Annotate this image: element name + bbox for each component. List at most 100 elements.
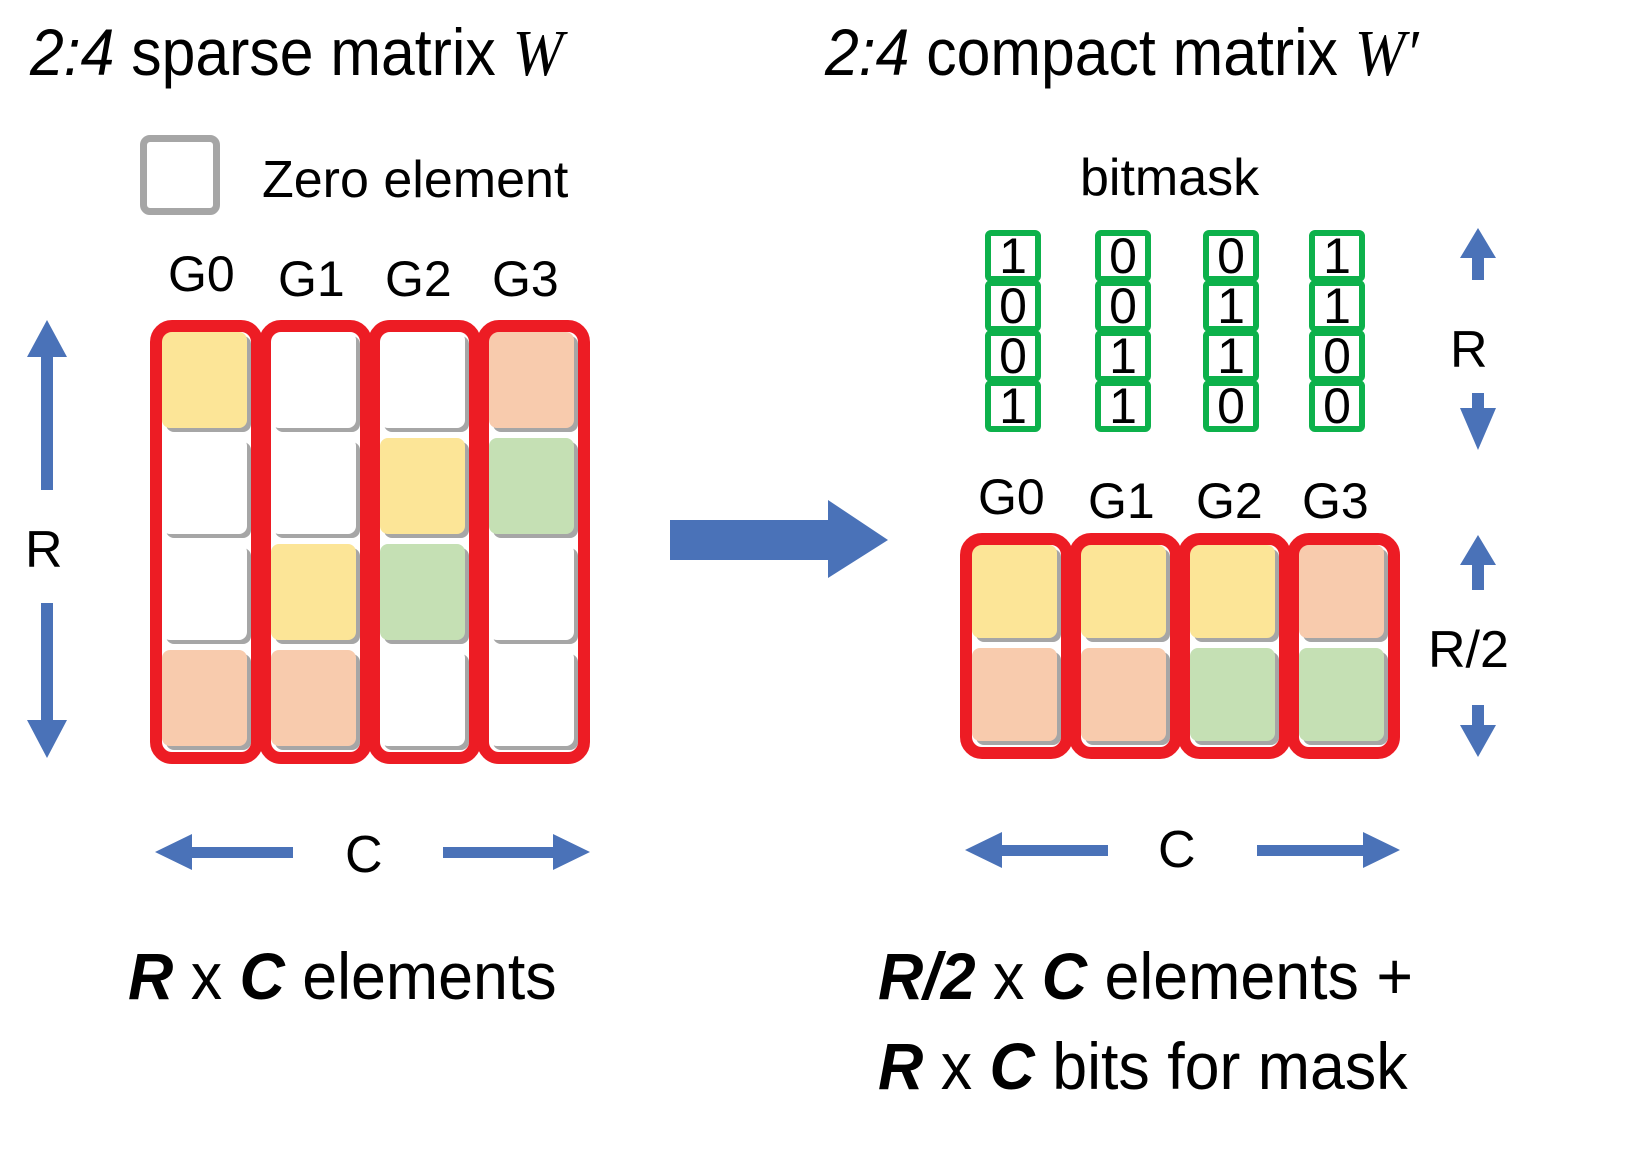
zero-element-cell bbox=[162, 544, 247, 640]
col-dimension-label: C bbox=[345, 826, 383, 884]
nonzero-element-cell bbox=[1190, 648, 1275, 741]
bitmask-bit: 1 bbox=[985, 230, 1041, 282]
bitmask-bit: 1 bbox=[1309, 280, 1365, 332]
bitmask-bit: 1 bbox=[1095, 380, 1151, 432]
group-label-g3: G3 bbox=[492, 251, 559, 307]
caption-text: elements bbox=[284, 939, 557, 1013]
zero-element-legend-swatch bbox=[140, 135, 220, 215]
zero-element-cell bbox=[380, 332, 465, 428]
bitmask-row-arrow bbox=[1460, 228, 1496, 450]
caption-cols: C bbox=[239, 939, 285, 1013]
arrow-up-icon bbox=[1460, 535, 1496, 590]
ratio-label: 2:4 bbox=[30, 15, 115, 89]
matrix-symbol: W bbox=[512, 17, 564, 90]
zero-element-cell bbox=[380, 650, 465, 746]
arrow-left-icon bbox=[155, 834, 293, 870]
arrow-left-icon bbox=[965, 832, 1108, 868]
nonzero-element-cell bbox=[489, 332, 574, 428]
sparse-matrix-grid bbox=[150, 320, 595, 764]
caption-times: x bbox=[975, 939, 1042, 1013]
bitmask-bit: 0 bbox=[1309, 330, 1365, 382]
group-label-g2: G2 bbox=[1196, 473, 1263, 529]
row-dimension-label: R bbox=[25, 521, 63, 579]
arrow-down-icon bbox=[1460, 705, 1496, 757]
bitmask-row-label: R bbox=[1450, 321, 1488, 379]
sparse-matrix-caption: R x C elements bbox=[128, 938, 557, 1014]
bitmask-bit: 0 bbox=[985, 280, 1041, 332]
group-outline-g2 bbox=[1178, 533, 1291, 759]
transform-arrow-icon bbox=[670, 500, 888, 578]
bitmask-bit: 1 bbox=[1309, 230, 1365, 282]
arrow-up-icon bbox=[27, 320, 67, 490]
nonzero-element-cell bbox=[972, 648, 1057, 741]
bitmask-bit: 1 bbox=[1203, 330, 1259, 382]
bitmask-bit: 1 bbox=[985, 380, 1041, 432]
caption-cols: C bbox=[989, 1029, 1035, 1103]
nonzero-element-cell bbox=[162, 650, 247, 746]
group-outline-g1 bbox=[259, 320, 372, 764]
zero-element-cell bbox=[162, 438, 247, 534]
arrow-up-icon bbox=[1460, 228, 1496, 280]
group-label-g0: G0 bbox=[168, 246, 235, 302]
group-label-g3: G3 bbox=[1302, 473, 1369, 529]
bitmask-bit: 0 bbox=[985, 330, 1041, 382]
nonzero-element-cell bbox=[1081, 545, 1166, 638]
bitmask-bit: 0 bbox=[1203, 230, 1259, 282]
zero-element-cell bbox=[489, 544, 574, 640]
compact-matrix-caption-line1: R/2 x C elements + bbox=[878, 938, 1413, 1014]
arrow-down-icon bbox=[27, 603, 67, 758]
nonzero-element-cell bbox=[271, 544, 356, 640]
group-outline-g2 bbox=[368, 320, 481, 764]
group-outline-g0 bbox=[960, 533, 1073, 759]
nonzero-element-cell bbox=[1299, 545, 1384, 638]
compact-matrix-grid bbox=[960, 533, 1405, 763]
title-text: compact matrix bbox=[909, 15, 1355, 89]
group-label-g0: G0 bbox=[978, 469, 1045, 525]
caption-times: x bbox=[923, 1029, 990, 1103]
bitmask-label: bitmask bbox=[1080, 149, 1260, 207]
compact-matrix-title: 2:4 compact matrix W′ bbox=[825, 14, 1419, 92]
caption-rows: R bbox=[878, 1029, 924, 1103]
zero-element-cell bbox=[271, 332, 356, 428]
caption-times: x bbox=[173, 939, 240, 1013]
caption-rows: R bbox=[128, 939, 174, 1013]
arrow-right-icon bbox=[443, 834, 590, 870]
nonzero-element-cell bbox=[380, 438, 465, 534]
group-outline-g0 bbox=[150, 320, 263, 764]
col-dimension-arrow bbox=[155, 834, 590, 870]
arrow-down-icon bbox=[1460, 393, 1496, 450]
bitmask-bit: 1 bbox=[1095, 330, 1151, 382]
zero-element-cell bbox=[489, 650, 574, 746]
nonzero-element-cell bbox=[380, 544, 465, 640]
compact-matrix-caption-line2: R x C bits for mask bbox=[878, 1028, 1408, 1104]
nonzero-element-cell bbox=[1081, 648, 1166, 741]
bitmask-bit: 0 bbox=[1309, 380, 1365, 432]
group-label-g1: G1 bbox=[278, 251, 345, 307]
nonzero-element-cell bbox=[1299, 648, 1384, 741]
group-outline-g3 bbox=[1287, 533, 1400, 759]
zero-element-legend-label: Zero element bbox=[262, 151, 569, 209]
caption-cols: C bbox=[1041, 939, 1088, 1013]
nonzero-element-cell bbox=[972, 545, 1057, 638]
caption-rows: R/2 bbox=[878, 939, 976, 1013]
group-outline-g1 bbox=[1069, 533, 1182, 759]
bitmask-bit: 0 bbox=[1095, 230, 1151, 282]
compact-col-arrow bbox=[965, 832, 1400, 868]
nonzero-element-cell bbox=[271, 650, 356, 746]
bitmask-bit: 1 bbox=[1203, 280, 1259, 332]
caption-text: bits for mask bbox=[1034, 1029, 1408, 1103]
nonzero-element-cell bbox=[162, 332, 247, 428]
compact-row-label: R/2 bbox=[1428, 621, 1509, 679]
group-label-g2: G2 bbox=[385, 251, 452, 307]
group-label-g1: G1 bbox=[1088, 473, 1155, 529]
bitmask-bit: 0 bbox=[1095, 280, 1151, 332]
arrow-right-icon bbox=[1257, 832, 1400, 868]
nonzero-element-cell bbox=[489, 438, 574, 534]
zero-element-cell bbox=[271, 438, 356, 534]
group-outline-g3 bbox=[477, 320, 590, 764]
sparse-matrix-title: 2:4 sparse matrix W bbox=[30, 14, 563, 92]
bitmask-bit: 0 bbox=[1203, 380, 1259, 432]
compact-row-arrow bbox=[1460, 535, 1496, 757]
nonzero-element-cell bbox=[1190, 545, 1275, 638]
